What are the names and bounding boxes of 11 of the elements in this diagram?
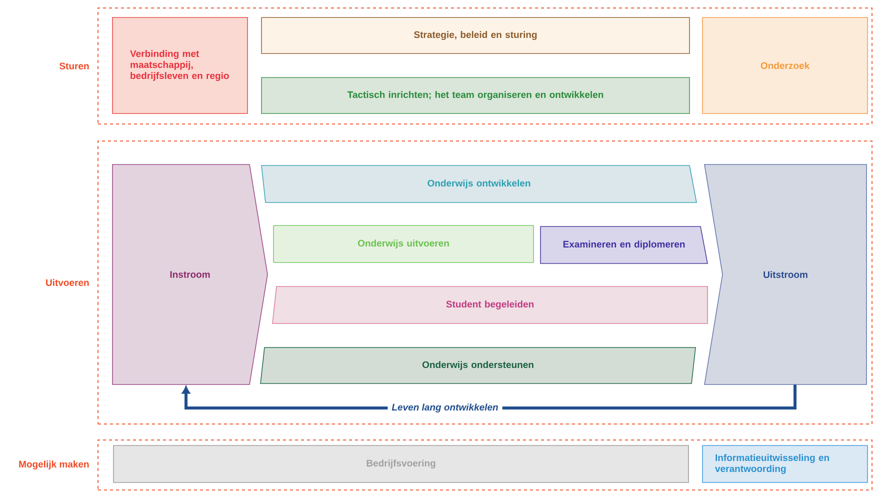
process-box: Tactisch inrichten; het team organiseren en ontwikkelen (261, 77, 690, 114)
process-box: Informatieuitwisseling en verantwoording (702, 445, 868, 483)
node-label: Mogelijk maken (19, 460, 89, 470)
process-box: Bedrijfsvoering (113, 445, 689, 483)
process-box: Strategie, beleid en sturing (261, 17, 690, 54)
process-box: Verbinding met maatschappij, bedrijfsleven en regio (112, 17, 248, 114)
process-box: Onderwijs uitvoeren (273, 225, 534, 263)
node-label: Sturen (59, 62, 89, 70)
node-label: Uitvoeren (46, 279, 89, 286)
edge-label: Leven lang ontwikkelen (388, 402, 502, 414)
process-box: Onderzoek (702, 17, 868, 114)
